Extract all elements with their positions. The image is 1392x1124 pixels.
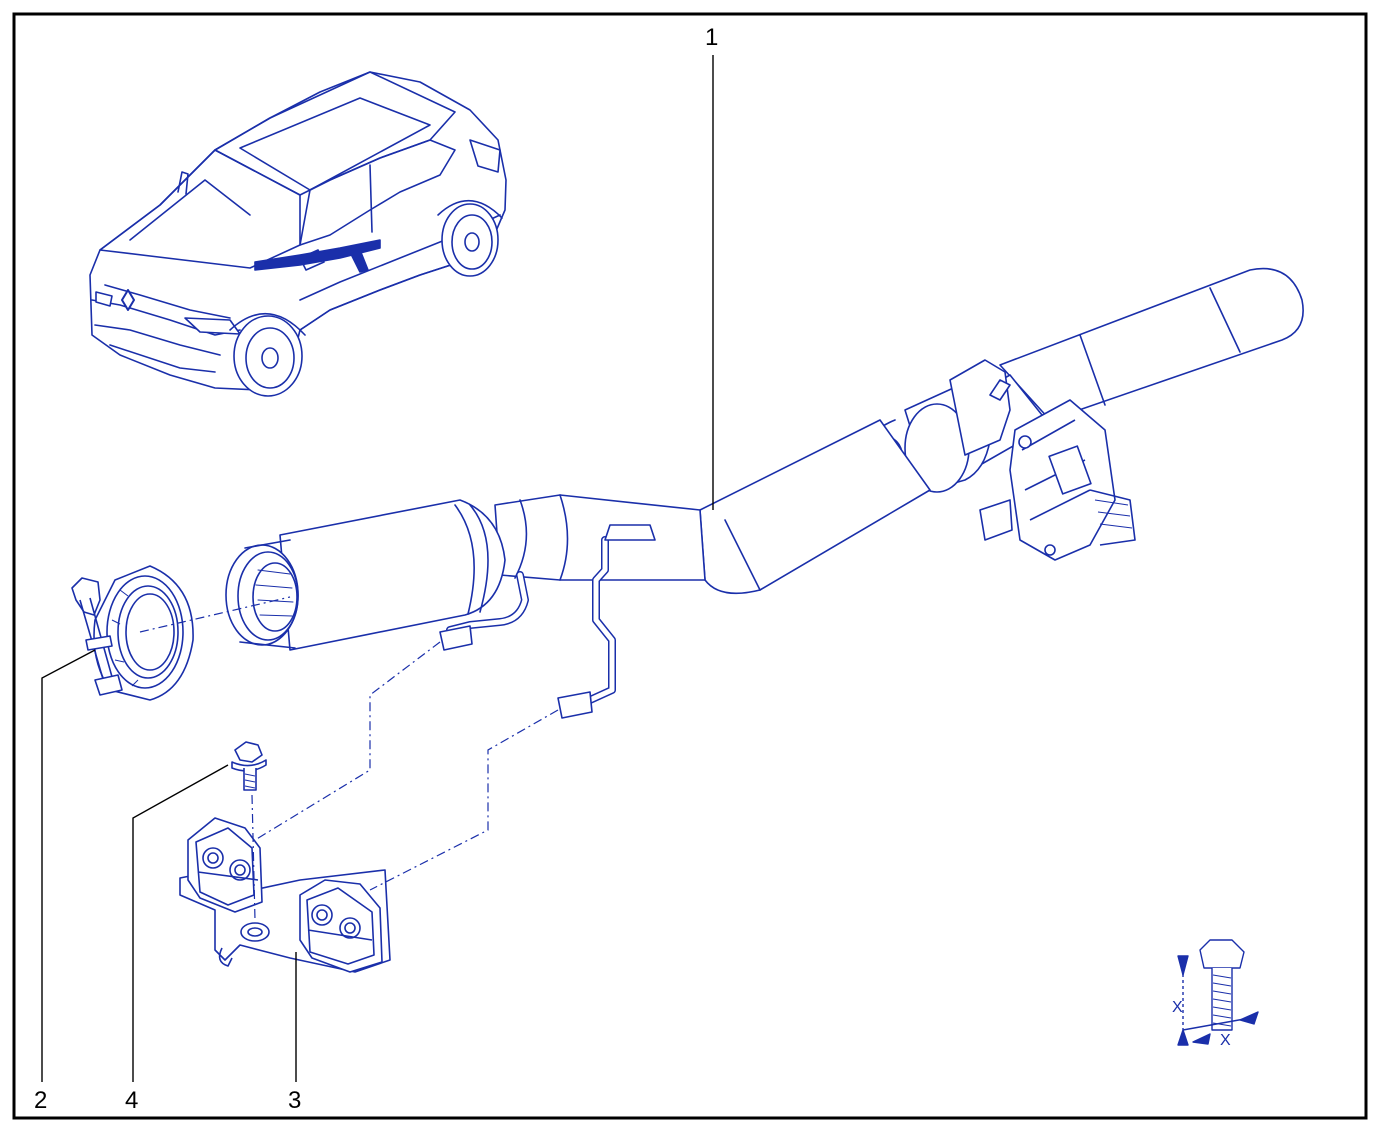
- vehicle-illustration: [89, 71, 507, 397]
- torque-dimension-label-horizontal: X: [1220, 1032, 1231, 1049]
- callout-4-bolt: 4: [125, 1087, 138, 1114]
- rubber-hanger-bracket: [179, 817, 391, 973]
- torque-dimension-label-vertical: X: [1172, 999, 1183, 1016]
- exhaust-pipe-assembly: [225, 267, 1304, 719]
- torque-symbol: [1177, 939, 1259, 1046]
- callout-3-hanger-bracket: 3: [288, 1087, 301, 1114]
- callout-1-exhaust-pipe: 1: [705, 24, 718, 51]
- exhaust-clamp: [71, 565, 194, 701]
- exhaust-valve-actuator: [949, 359, 1136, 561]
- callout-2-clamp: 2: [34, 1087, 47, 1114]
- assembly-guide-lines: [139, 596, 559, 921]
- callout-leader-lines: [41, 55, 714, 1082]
- flange-bolt: [231, 741, 267, 791]
